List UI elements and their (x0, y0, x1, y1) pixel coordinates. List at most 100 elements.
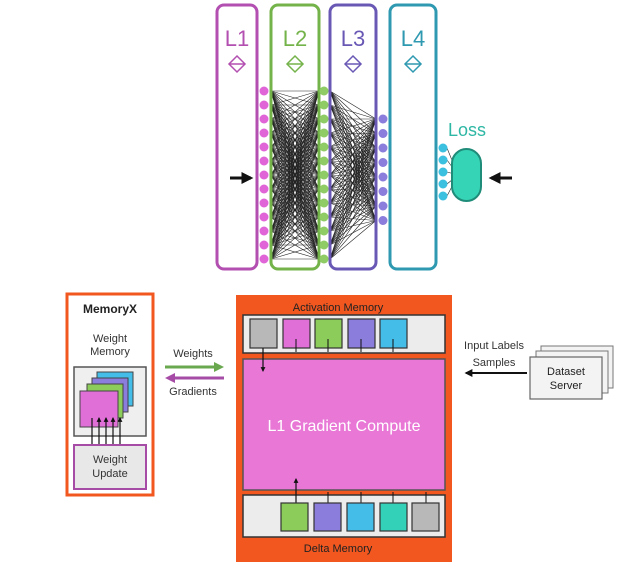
loss-label: Loss (448, 120, 486, 140)
neuron-node-l4 (438, 179, 448, 189)
connection-line (270, 90, 320, 176)
weights-label: Weights (173, 348, 213, 360)
delta-memory-box (242, 494, 446, 538)
connection-line (329, 118, 377, 162)
connection-line (329, 118, 377, 218)
neuron-node-l4 (438, 191, 448, 201)
neuron-nodes (259, 86, 448, 264)
connection-line (270, 244, 320, 260)
neuron-node-l1 (259, 128, 269, 138)
layer-l2-box (269, 3, 321, 271)
neuron-node-l2 (319, 114, 329, 124)
connection-line (270, 174, 320, 260)
layer-l3-diamond-icon (343, 54, 363, 74)
connection-line (270, 118, 320, 260)
delta-cell-cyan (346, 502, 375, 532)
connection-line (270, 90, 320, 260)
connection-line (329, 118, 377, 148)
activation-cell-gray (249, 318, 278, 349)
neuron-node-l3 (378, 129, 388, 138)
weights-arrowhead-icon (214, 362, 224, 372)
layer-l1-label: L1 (225, 26, 249, 51)
connection-line (329, 118, 377, 246)
delta-memory-cells (280, 502, 440, 532)
neuron-node-l2 (319, 170, 329, 180)
connection-line (270, 216, 320, 260)
connection-line (329, 118, 377, 190)
neuron-node-l3 (378, 172, 388, 182)
neuron-node-l3 (378, 187, 388, 196)
layer-l1-diamond-icon (227, 54, 247, 74)
neuron-node-l2 (319, 128, 329, 138)
neuron-node-l2 (319, 254, 329, 264)
neuron-node-l1 (259, 226, 269, 236)
connection-line (270, 90, 320, 106)
gradient-compute-label: L1 Gradient Compute (268, 418, 421, 435)
delta-cell-teal (379, 502, 408, 532)
neuron-node-l1 (259, 198, 269, 208)
neuron-node-l2 (319, 86, 329, 96)
connection-line (270, 90, 320, 162)
gradient-compute-box (242, 358, 446, 491)
neuron-node-l4 (438, 143, 448, 153)
connection-line (270, 90, 320, 190)
neuron-node-l1 (259, 86, 269, 96)
neuron-node-l3 (378, 158, 388, 167)
connection-line (329, 118, 377, 204)
connection-line (270, 90, 320, 218)
layer-l2-diamond-icon (285, 54, 305, 74)
connection-line (329, 133, 377, 260)
neuron-node-l1 (259, 254, 269, 264)
connection-line (270, 90, 320, 134)
layer-l3-box (328, 3, 378, 271)
activation-read-lines (295, 339, 394, 352)
neuron-node-l1 (259, 212, 269, 222)
connection-line (270, 90, 320, 120)
layer-l4-box (388, 3, 438, 271)
delta-cell-purple (313, 502, 342, 532)
connection-line (270, 202, 320, 260)
neuron-node-l3 (378, 216, 388, 225)
connection-line (329, 118, 377, 260)
connection-line (329, 118, 377, 232)
weight-update-box (73, 444, 147, 490)
connection-line (329, 205, 377, 260)
neuron-node-l2 (319, 212, 329, 222)
delta-cell-gray (411, 502, 440, 532)
neuron-node-l3 (378, 114, 388, 124)
connection-line (329, 176, 377, 260)
layer-l2-label: L2 (283, 26, 307, 51)
connection-line (329, 118, 377, 134)
layer-l4-label: L4 (401, 26, 425, 51)
neuron-node-l2 (319, 226, 329, 236)
neuron-node-l2 (319, 184, 329, 194)
neuron-node-l1 (259, 142, 269, 152)
neuron-node-l1 (259, 114, 269, 124)
delta-cell-green (280, 502, 309, 532)
connection-line (329, 162, 377, 260)
connection-line (270, 146, 320, 260)
neuron-node-l4 (438, 167, 448, 177)
memoryx-title: MemoryX (83, 302, 137, 316)
neuron-node-l1 (259, 184, 269, 194)
neuron-node-l2 (319, 198, 329, 208)
layer-l4-diamond-icon (403, 54, 423, 74)
gradients-arrowhead-icon (165, 373, 175, 383)
layer-l1-box (215, 3, 259, 271)
connection-line (270, 132, 320, 260)
layer-l3-label: L3 (341, 26, 365, 51)
neuron-node-l2 (319, 100, 329, 110)
connection-line (329, 147, 377, 260)
connection-line (270, 104, 320, 260)
neuron-node-l4 (438, 155, 448, 165)
connection-line (270, 90, 320, 246)
neuron-node-l3 (378, 143, 388, 153)
connection-line (329, 220, 377, 260)
connection-line (270, 90, 320, 204)
connection-line (270, 90, 320, 148)
input-samples-text: Samples (473, 357, 516, 369)
connection-line (270, 90, 320, 232)
